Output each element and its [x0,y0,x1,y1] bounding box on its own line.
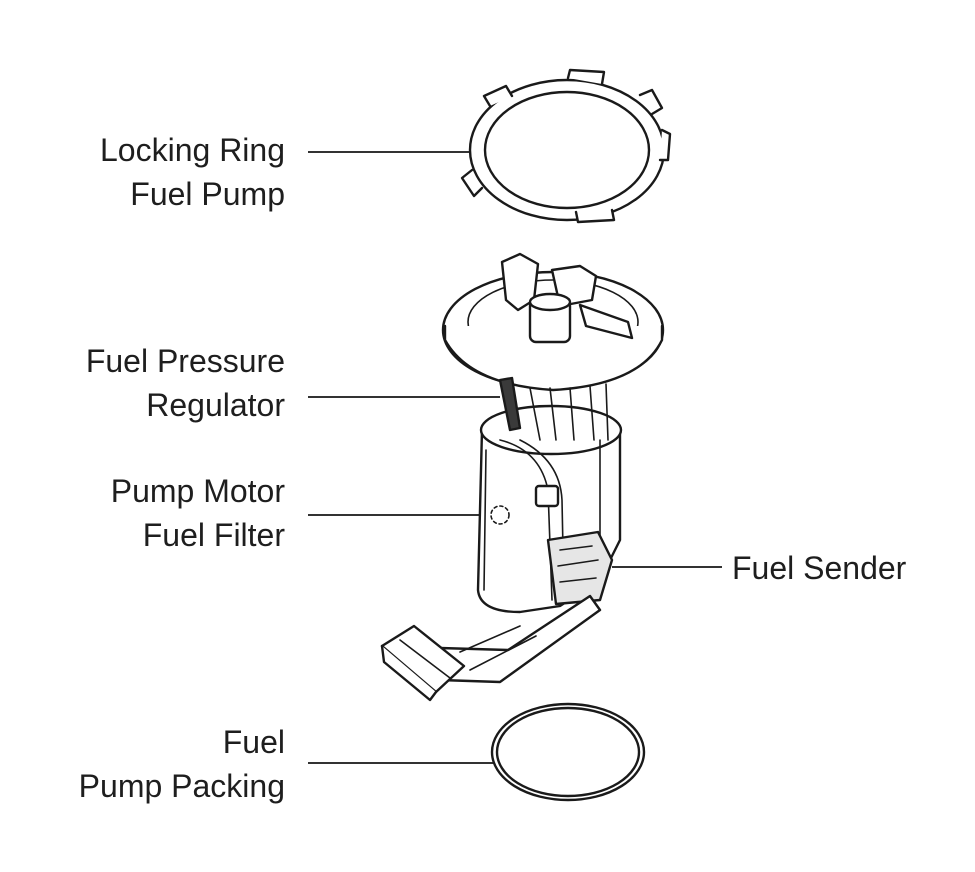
label-pump-packing: Fuel Pump Packing [79,720,285,808]
label-pressure-regulator-line1: Fuel Pressure [85,343,285,379]
pump-packing-drawing [490,702,646,802]
label-pump-motor: Pump Motor Fuel Filter [111,469,285,557]
label-locking-ring-line2: Fuel Pump [130,176,285,212]
label-pump-packing-line2: Pump Packing [78,768,285,804]
label-pump-motor-line1: Pump Motor [110,473,285,509]
label-pump-packing-line1: Fuel [222,724,285,760]
label-fuel-sender-line1: Fuel Sender [732,550,907,586]
label-locking-ring: Locking Ring Fuel Pump [100,128,285,216]
fuel-pump-module-drawing [380,252,665,702]
locking-ring-drawing [460,68,672,224]
label-pressure-regulator-line2: Regulator [146,387,285,423]
label-fuel-sender: Fuel Sender [732,546,906,590]
label-locking-ring-line1: Locking Ring [100,132,285,168]
label-pump-motor-line2: Fuel Filter [142,517,285,553]
label-pressure-regulator: Fuel Pressure Regulator [86,339,285,427]
